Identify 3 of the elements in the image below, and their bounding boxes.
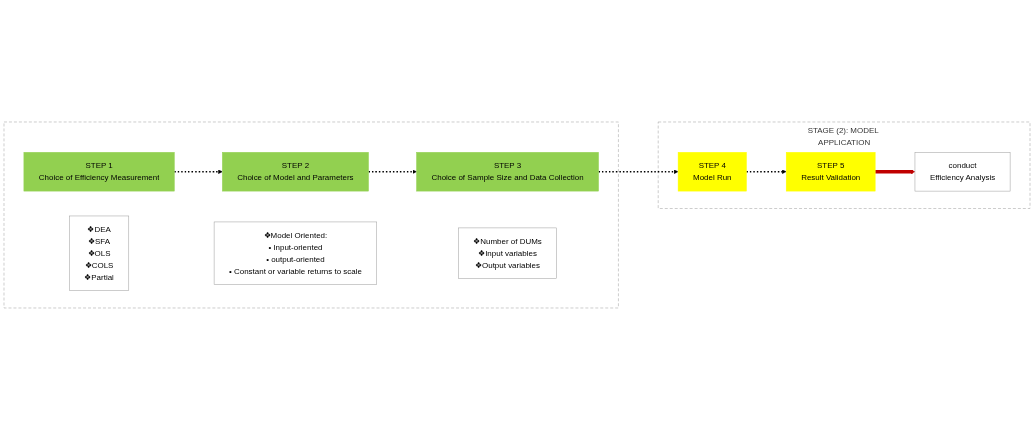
cluster bbox=[3, 121, 619, 308]
arrow bbox=[875, 169, 916, 174]
arrow bbox=[597, 169, 679, 174]
